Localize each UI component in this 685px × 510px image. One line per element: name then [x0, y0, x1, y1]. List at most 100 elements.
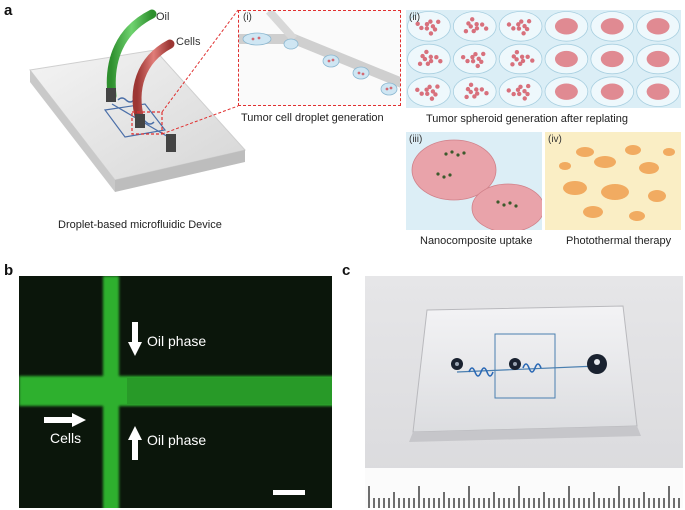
spheroid	[600, 50, 624, 68]
well	[407, 76, 451, 107]
cells-tube-label: Cells	[176, 36, 201, 48]
cell-dot	[522, 96, 527, 101]
cell-dot	[470, 58, 476, 64]
cell-dot	[438, 59, 443, 64]
cell-dot	[424, 26, 430, 31]
inset-ii-caption: Tumor spheroid generation after replatin…	[426, 113, 628, 125]
inset-iii-numeral: (iii)	[409, 134, 423, 145]
cell-dot	[474, 22, 479, 27]
spheroid	[600, 83, 624, 100]
cell-dot	[425, 91, 430, 97]
scale-bar	[273, 490, 305, 495]
cell-dot	[475, 63, 480, 69]
arrow-down-icon	[128, 322, 142, 356]
cell-dot	[470, 54, 475, 60]
cell-dot	[422, 56, 428, 62]
cell-dot	[530, 58, 535, 63]
cell-dot	[526, 19, 532, 24]
inset-i-numeral: (i)	[243, 12, 252, 23]
cell-dot	[519, 19, 524, 24]
cell-dot	[415, 87, 420, 93]
cell-dot	[435, 84, 440, 89]
oil-phase-bottom-label: Oil phase	[147, 432, 207, 448]
cell-dot	[433, 92, 438, 97]
cell-dot	[525, 83, 531, 89]
inset-iii-caption: Nanocomposite uptake	[420, 235, 533, 247]
cell-dot	[428, 54, 433, 60]
panel-a-label: a	[4, 2, 13, 19]
cell-dot	[464, 94, 469, 100]
micrograph-channels	[19, 276, 332, 508]
cell-dot	[484, 91, 489, 96]
cell-dot	[479, 22, 485, 27]
oil-tube-label: Oil	[156, 11, 170, 23]
cell-dot	[429, 96, 435, 101]
cell-dot	[428, 31, 434, 36]
cell-dot	[436, 19, 441, 24]
device-caption: Droplet-based microfluidic Device	[58, 219, 222, 231]
cell-dot	[516, 22, 521, 27]
cell-dot	[525, 54, 530, 59]
cell-dot	[432, 27, 438, 32]
cell-dot	[517, 91, 522, 97]
inset-nanocomposite-uptake	[406, 132, 542, 230]
cell-dot	[434, 55, 439, 60]
inset-photothermal-therapy	[545, 132, 681, 230]
spheroid	[554, 18, 578, 35]
cell-dot	[476, 56, 481, 62]
spheroid	[646, 18, 670, 35]
panel-b-label: b	[4, 262, 14, 279]
inset-iv-numeral: (iv)	[548, 134, 562, 145]
cell-dot	[415, 21, 420, 27]
cell-dot	[514, 57, 519, 62]
well	[498, 76, 543, 107]
well	[452, 11, 497, 42]
cell-dot	[520, 58, 526, 64]
cell-dot	[514, 49, 520, 55]
cell-dot	[424, 87, 429, 92]
inset-droplet-generation	[238, 10, 401, 106]
well	[452, 43, 497, 75]
cell-dot	[479, 87, 485, 92]
well	[407, 11, 451, 42]
panel-c-label: c	[342, 262, 351, 279]
well	[498, 43, 543, 75]
inset-spheroid-generation	[406, 10, 681, 108]
cell-dot	[465, 86, 471, 92]
cell-dot	[522, 89, 527, 94]
cell-dot	[468, 24, 473, 29]
inset-iv-caption: Photothermal therapy	[566, 235, 672, 247]
cell-dot	[474, 91, 480, 96]
arrow-right-icon	[44, 413, 86, 427]
oil-phase-top-label: Oil phase	[147, 333, 207, 349]
cell-dot	[428, 58, 434, 64]
cell-dot	[510, 62, 515, 67]
cells-label: Cells	[50, 430, 82, 446]
spheroid	[600, 18, 624, 35]
cell-dot	[470, 17, 475, 22]
cell-dot	[479, 59, 484, 64]
nanocomposite-spheroids-illustration	[411, 139, 542, 230]
well	[407, 43, 451, 75]
cell-dot	[511, 26, 516, 31]
fluorescence-micrograph	[19, 276, 332, 508]
cell-dot	[428, 19, 433, 24]
cell-dot	[419, 25, 424, 31]
spheroid	[554, 50, 578, 68]
arrow-up-icon	[128, 426, 142, 460]
cell-dot	[519, 54, 525, 59]
microfluidic-device-illustration	[29, 9, 246, 192]
cell-dot	[417, 61, 423, 67]
cell-dot	[424, 22, 430, 27]
cell-dot	[511, 91, 516, 97]
cell-dot	[424, 49, 429, 55]
cell-dot	[474, 26, 480, 31]
device-photograph	[365, 276, 683, 508]
cell-dot	[468, 82, 474, 88]
device-photo-scene	[365, 305, 683, 508]
cell-dot	[506, 88, 511, 93]
cell-dot	[465, 58, 470, 64]
spheroid	[646, 50, 670, 68]
droplet-channel-illustration	[239, 11, 400, 96]
photothermal-fragments-illustration	[559, 145, 675, 221]
